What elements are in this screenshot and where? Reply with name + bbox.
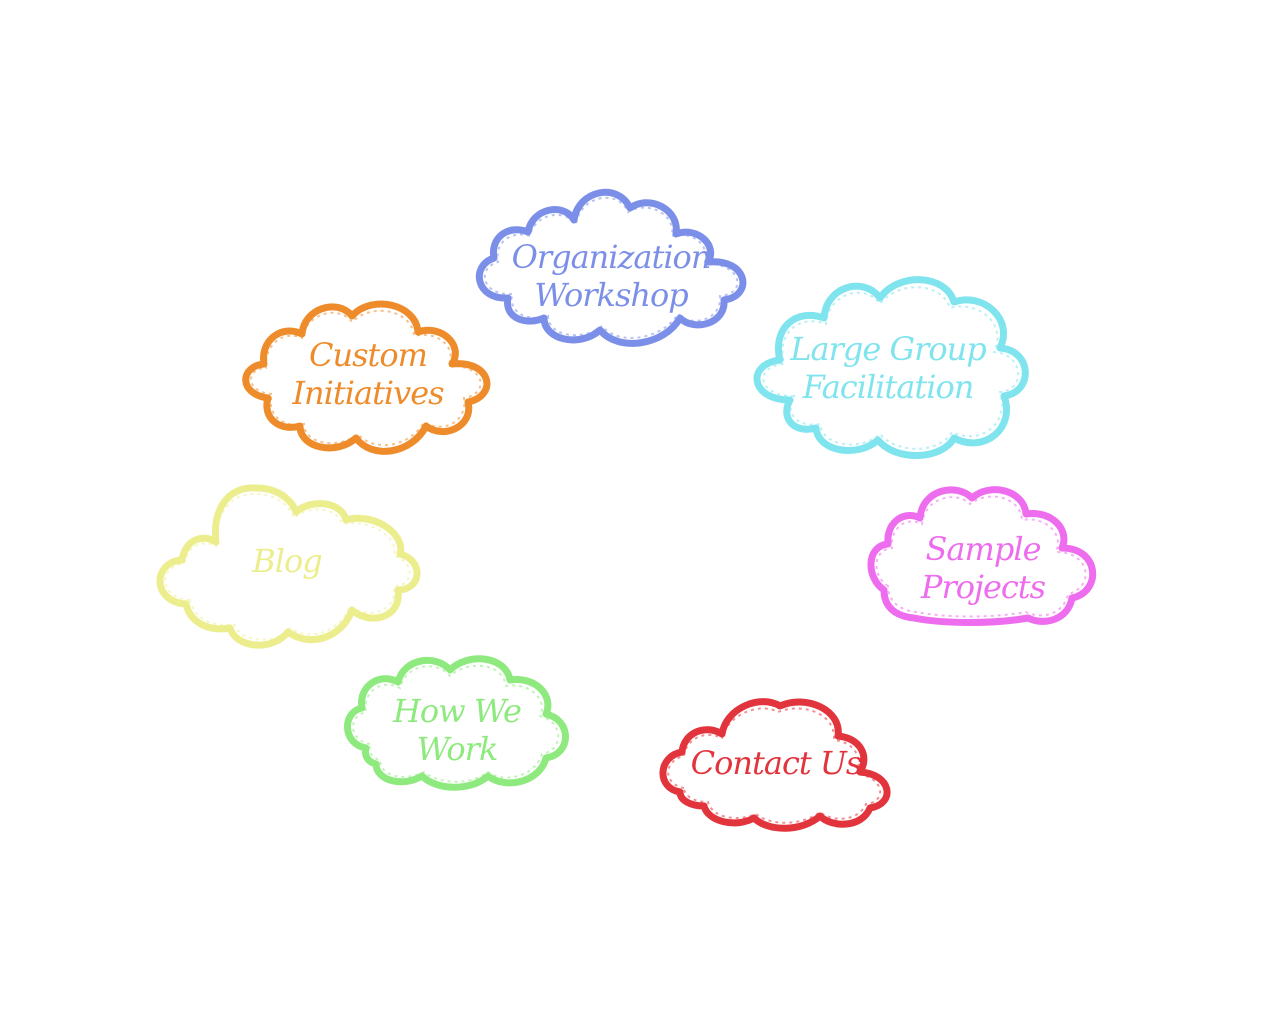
cloud-label-line: Workshop — [534, 276, 688, 314]
cloud-label-line: Contact Us — [690, 744, 863, 782]
cloud-shape-icon — [659, 698, 891, 832]
nav-contact-us[interactable]: Contact Us — [656, 694, 896, 832]
cloud-label-line: Custom — [309, 336, 428, 374]
cloud-label-line: Initiatives — [292, 374, 444, 412]
cloud-label-line: Sample — [925, 530, 1042, 568]
cloud-label-line: Blog — [252, 542, 323, 580]
cloud-label-line: Facilitation — [802, 368, 975, 406]
cloud-shape-icon — [753, 276, 1029, 459]
cloud-shape-icon — [242, 300, 491, 455]
cloud-label-line: Work — [416, 730, 499, 768]
cloud-label-line: How We — [393, 692, 522, 730]
cloud-label: Blog — [152, 542, 422, 580]
cloud-shape-icon — [344, 655, 569, 791]
cloud-label-line: Organization — [511, 238, 712, 276]
cloud-label-line: Projects — [920, 568, 1046, 606]
cloud-shape-icon — [475, 188, 747, 347]
cloud-label: Contact Us — [656, 744, 896, 782]
cloud-label-line: Large Group — [790, 330, 986, 368]
cloud-shape-icon — [867, 486, 1097, 626]
nav-blog[interactable]: Blog — [152, 482, 422, 652]
cloud-shape-icon — [156, 484, 421, 649]
